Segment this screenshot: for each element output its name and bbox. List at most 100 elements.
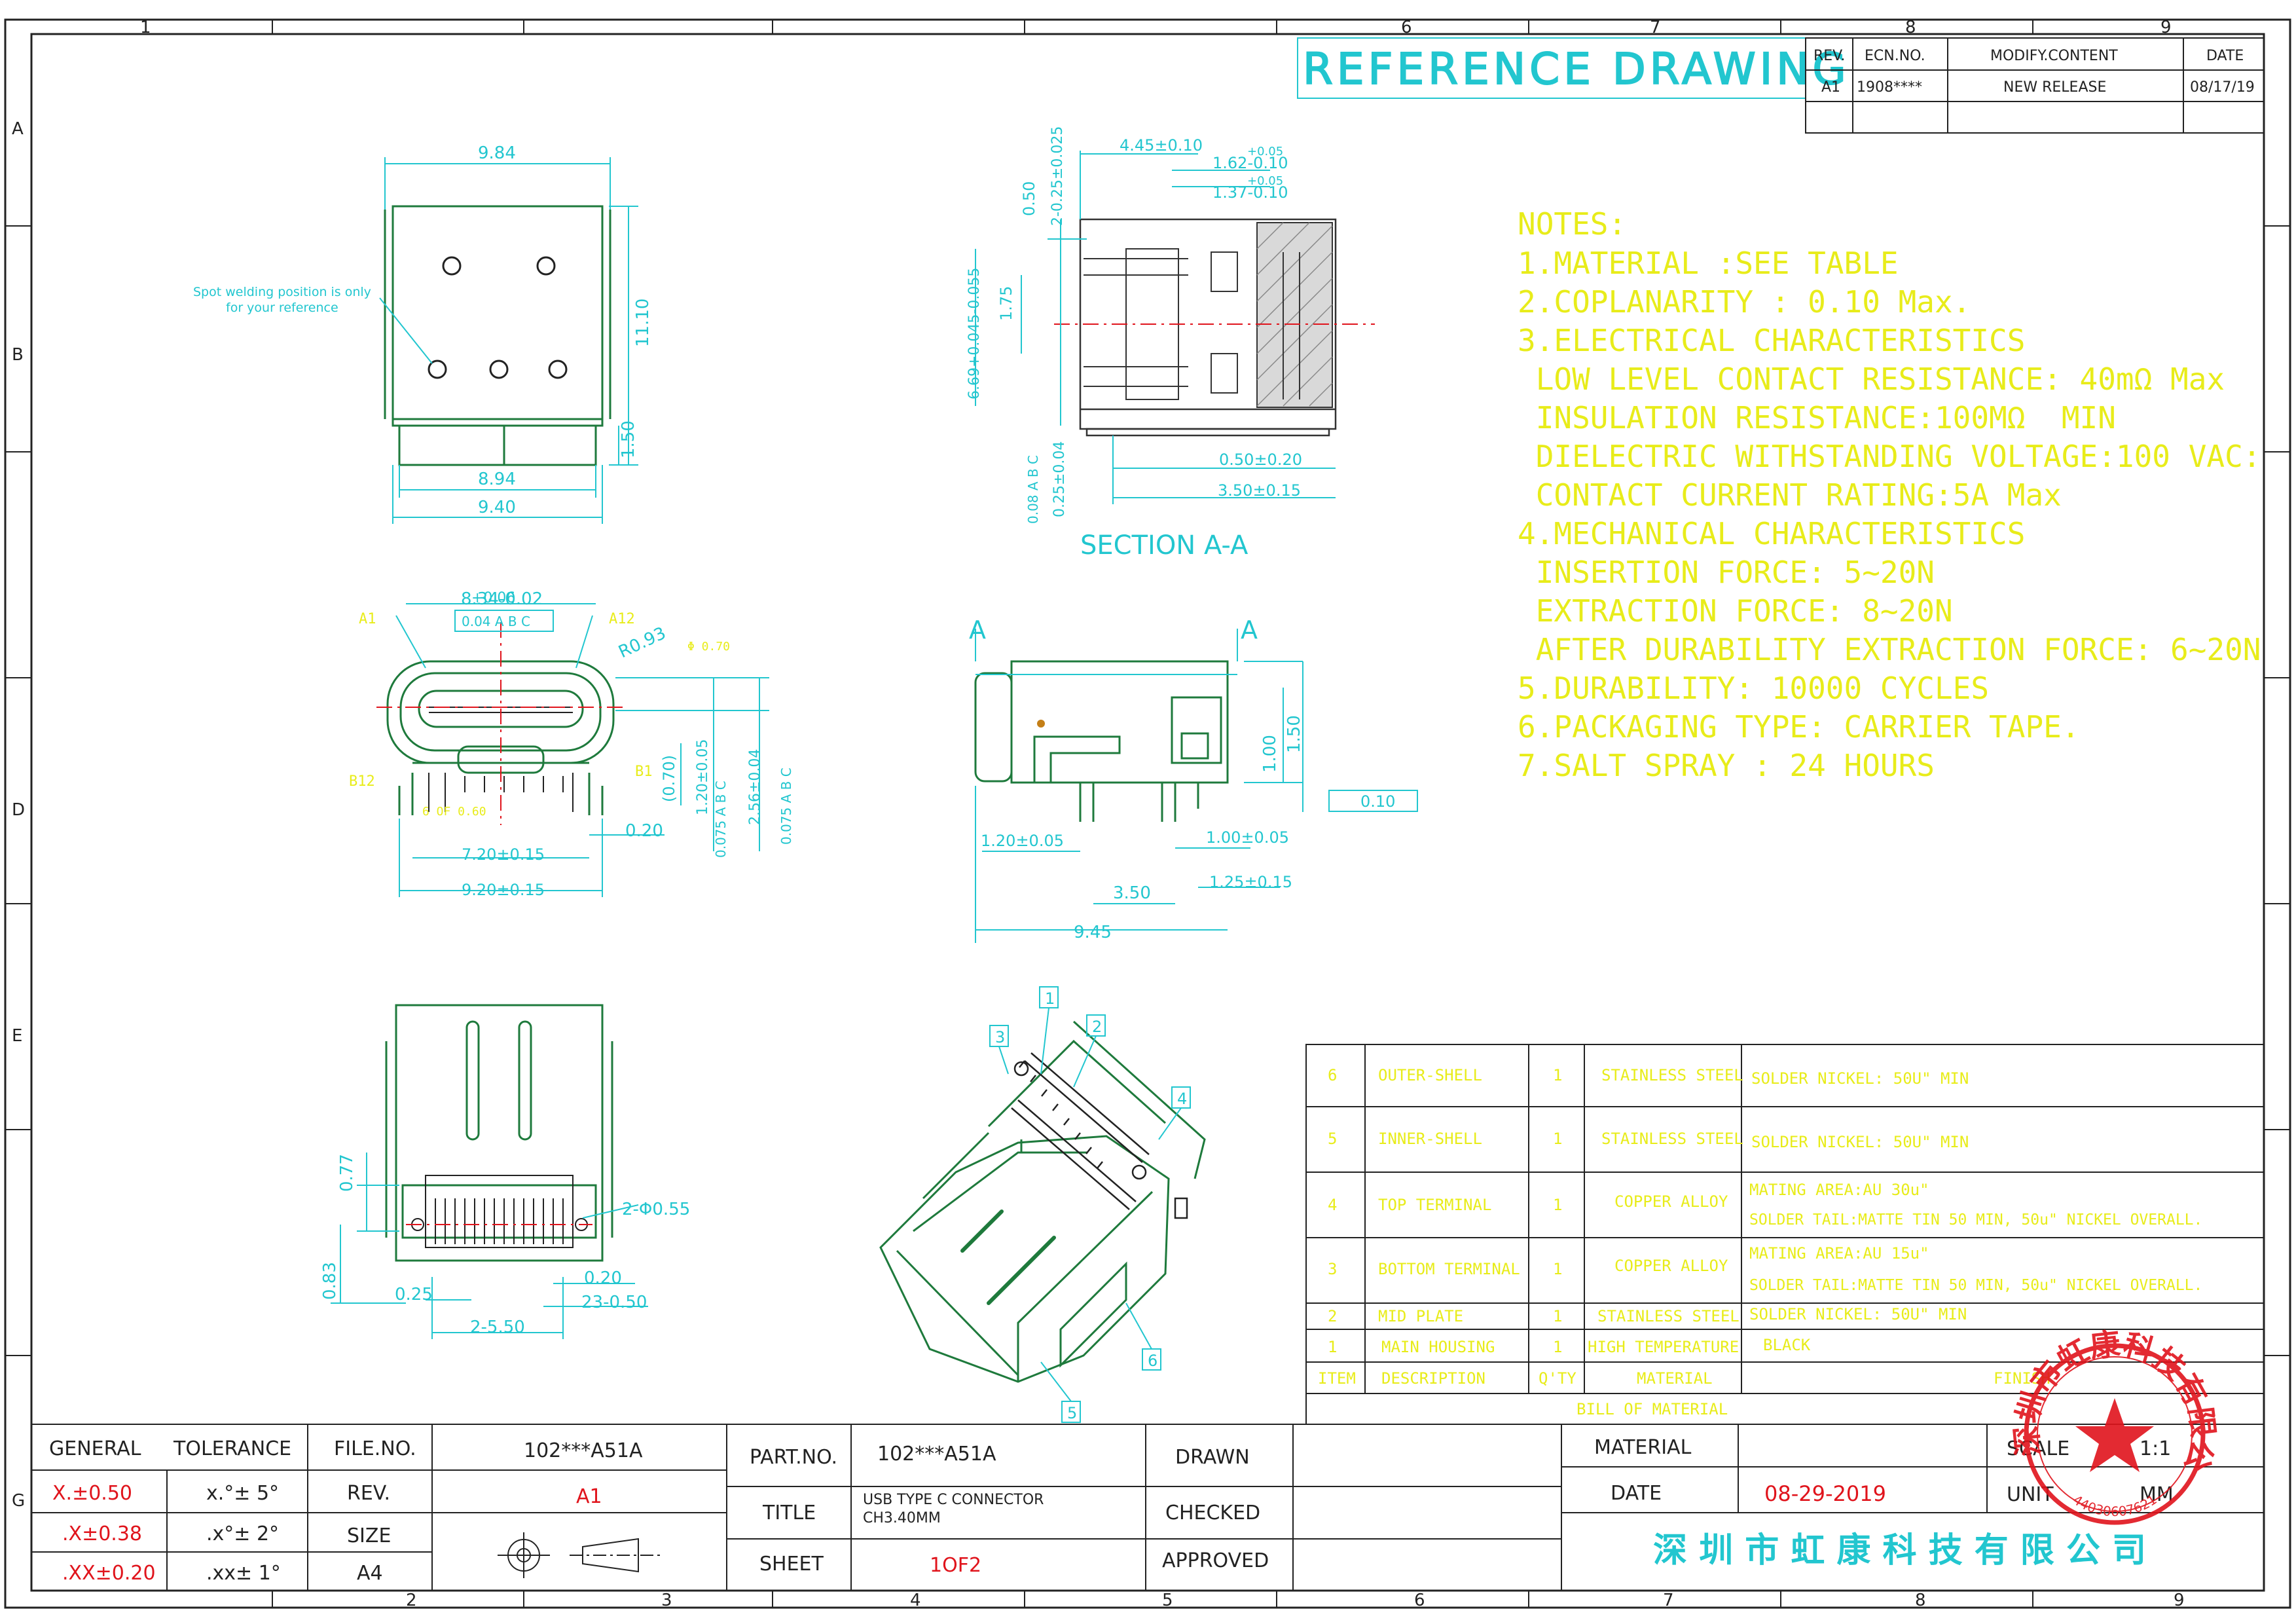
dim-label: 2-0.25±0.025 [1049,126,1066,226]
balloon-label: 4 [1177,1090,1187,1108]
date-label: DATE [1611,1482,1662,1505]
balloon-label: 5 [1067,1404,1077,1422]
tol-linear: .X±0.38 [62,1522,142,1545]
bom-qty: 1 [1553,1338,1562,1356]
bom-mat: HIGH TEMPERATURE [1588,1338,1739,1356]
dim-label: 6.69+0.045-0.055 [966,268,983,399]
dim-label: 1.50 [619,420,638,458]
general-label: GENERAL [49,1437,141,1460]
banner-text: REFERENCE DRAWING [1303,44,1850,94]
bom-desc: TOP TERMINAL [1378,1196,1491,1214]
top-view-outline [384,205,611,466]
file-no-label: FILE.NO. [334,1437,416,1460]
section-contacts [1084,248,1300,400]
notes-line: DIELECTRIC WITHSTANDING VOLTAGE:100 VAC: [1518,439,2261,474]
dim-label: 9.20±0.15 [462,881,545,899]
dim-label: 1.00±0.05 [1206,828,1289,847]
bom-header-mat: MATERIAL [1637,1369,1713,1388]
bom-header-qty: Q'TY [1539,1369,1576,1388]
dim-label: (0.70) [660,755,678,802]
pin-label: B12 [349,773,375,790]
dim-label: 1.62-0.10 [1212,154,1288,172]
side-view: A A 1.50 1.00 0.10 1.20±0.05 3.50 1.00±0… [969,616,1418,943]
bom-mat: COPPER ALLOY [1614,1192,1728,1211]
rev-value: A1 [576,1485,602,1508]
dim-label: Φ 0.70 [687,640,730,654]
notes-line: 7.SALT SPRAY : 24 HOURS [1518,748,1935,783]
bom-item: 3 [1328,1260,1337,1278]
notes-line: AFTER DURABILITY EXTRACTION FORCE: 6~20N [1518,632,2261,667]
zone-col-6b: 6 [1414,1591,1425,1610]
bom-finish: MATING AREA:AU 15u" [1749,1244,1929,1263]
dim-label: +0.05 [1247,174,1283,188]
bom-desc: MAIN HOUSING [1381,1338,1495,1356]
dim-label: 3.50 [1113,883,1151,903]
company-name: 深 圳 市 虹 康 科 技 有 限 公 司 [1653,1531,2146,1570]
bom-desc: BOTTOM TERMINAL [1378,1260,1520,1278]
title-line: CH3.40MM [863,1510,941,1526]
notes-line: NOTES: [1518,206,1626,242]
dim-label: 0.25 [395,1285,433,1304]
bom-item: 6 [1328,1066,1337,1084]
part-no-label: PART.NO. [750,1446,837,1469]
dim-label: 0.20 [584,1268,622,1288]
dim-label: 9.84 [478,143,516,163]
bom-mat: COPPER ALLOY [1614,1257,1728,1275]
dim-label: 1.50 [1285,715,1304,753]
notes-block: NOTES: 1.MATERIAL :SEE TABLE 2.COPLANARI… [1518,206,2261,783]
section-view: 4.45±0.10 +0.05 1.62-0.10 +0.05 1.37-0.1… [966,126,1375,561]
dim-label: 0.075 A B C [778,767,794,845]
bom-item: 4 [1328,1196,1337,1214]
pin-label: A1 [359,611,376,627]
dim-label: 2.56±0.04 [747,749,763,825]
sheet-value: 1OF2 [930,1554,981,1577]
rev-row-rev: A1 [1821,79,1840,96]
dim-label: 0.50 [1020,181,1038,216]
bom-finish: SOLDER TAIL:MATTE TIN 50 MIN, 50u" NICKE… [1749,1277,2202,1294]
spot-weld-note: Spot welding position is only [193,285,371,299]
zone-col-4b: 4 [910,1591,921,1610]
bom-desc: INNER-SHELL [1378,1130,1482,1148]
bom-item: 2 [1328,1307,1337,1325]
checked-label: CHECKED [1165,1502,1260,1524]
pin-label: A12 [609,611,635,627]
bottom-view-terminals [411,1175,588,1248]
zone-col-3b: 3 [661,1591,672,1610]
rev-header-ecn: ECN.NO. [1865,48,1925,64]
notes-line: 6.PACKAGING TYPE: CARRIER TAPE. [1518,709,2080,745]
dim-label: 0.10 [1360,792,1395,811]
rev-row-modify: NEW RELEASE [2003,79,2106,96]
zone-row-g: G [12,1491,25,1511]
bom-header-item: ITEM [1318,1369,1356,1388]
bom-mat: STAINLESS STEEL [1601,1066,1743,1084]
notes-line: 2.COPLANARITY : 0.10 Max. [1518,284,1971,320]
dim-label: 11.10 [633,299,653,347]
dim-label: R0.93 [615,623,669,662]
rev-label: REV. [347,1482,390,1505]
isometric-slots [960,1209,1056,1305]
isometric-terminals [1011,1052,1188,1219]
notes-line: 3.ELECTRICAL CHARACTERISTICS [1518,323,2025,358]
rev-header-modify: MODIFY.CONTENT [1990,48,2118,64]
spot-weld-marks [428,256,568,379]
side-view-dims [975,629,1303,943]
zone-row-d: D [12,800,25,820]
dim-label: 9.45 [1074,923,1112,942]
top-view: Spot welding position is only for your r… [193,143,653,524]
bom-finish: SOLDER NICKEL: 50U" MIN [1751,1069,1969,1088]
notes-line: INSULATION RESISTANCE:100MΩ MIN [1518,400,2116,435]
side-view-outline [974,660,1229,822]
bom-rows: 6 OUTER-SHELL 1 STAINLESS STEEL SOLDER N… [1318,1066,2202,1418]
dim-label: 8.34-0.02 [461,589,543,609]
bom-finish: SOLDER NICKEL: 50U" MIN [1751,1133,1969,1151]
zone-row-a: A [12,119,24,139]
dim-label: +0.05 [1247,145,1283,158]
bom-item: 5 [1328,1130,1337,1148]
dim-label: 0.08 A B C [1025,455,1041,524]
dim-label: 1.75 [997,286,1015,321]
section-hatching [1256,222,1333,407]
section-hatched-housing [1256,222,1333,408]
bom-qty: 1 [1553,1130,1562,1148]
bottom-view-dims [331,1153,648,1339]
